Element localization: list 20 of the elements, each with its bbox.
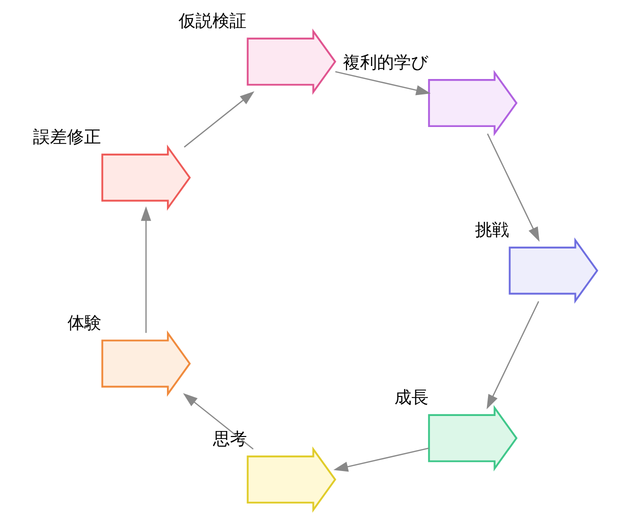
arrow bbox=[486, 301, 539, 410]
node-label: 挑戦 bbox=[474, 220, 509, 241]
arrow bbox=[486, 134, 540, 242]
arrow bbox=[332, 448, 428, 472]
arrow bbox=[334, 71, 430, 96]
node-label: 仮説検証 bbox=[178, 12, 246, 32]
node-arrow bbox=[428, 70, 518, 136]
node-label: 体験 bbox=[67, 314, 102, 334]
node-arrow bbox=[246, 28, 336, 95]
node-arrow bbox=[100, 144, 190, 211]
arrow bbox=[140, 206, 151, 333]
node-arrow bbox=[508, 237, 598, 304]
node-label: 複利的学び bbox=[342, 53, 428, 74]
node-label: 成長 bbox=[394, 388, 428, 408]
node-arrow bbox=[428, 404, 518, 472]
node-arrow bbox=[100, 330, 190, 397]
arrow bbox=[183, 91, 254, 148]
node-arrow bbox=[246, 446, 336, 513]
node-label: 誤差修正 bbox=[32, 128, 101, 148]
arrow bbox=[182, 393, 254, 450]
